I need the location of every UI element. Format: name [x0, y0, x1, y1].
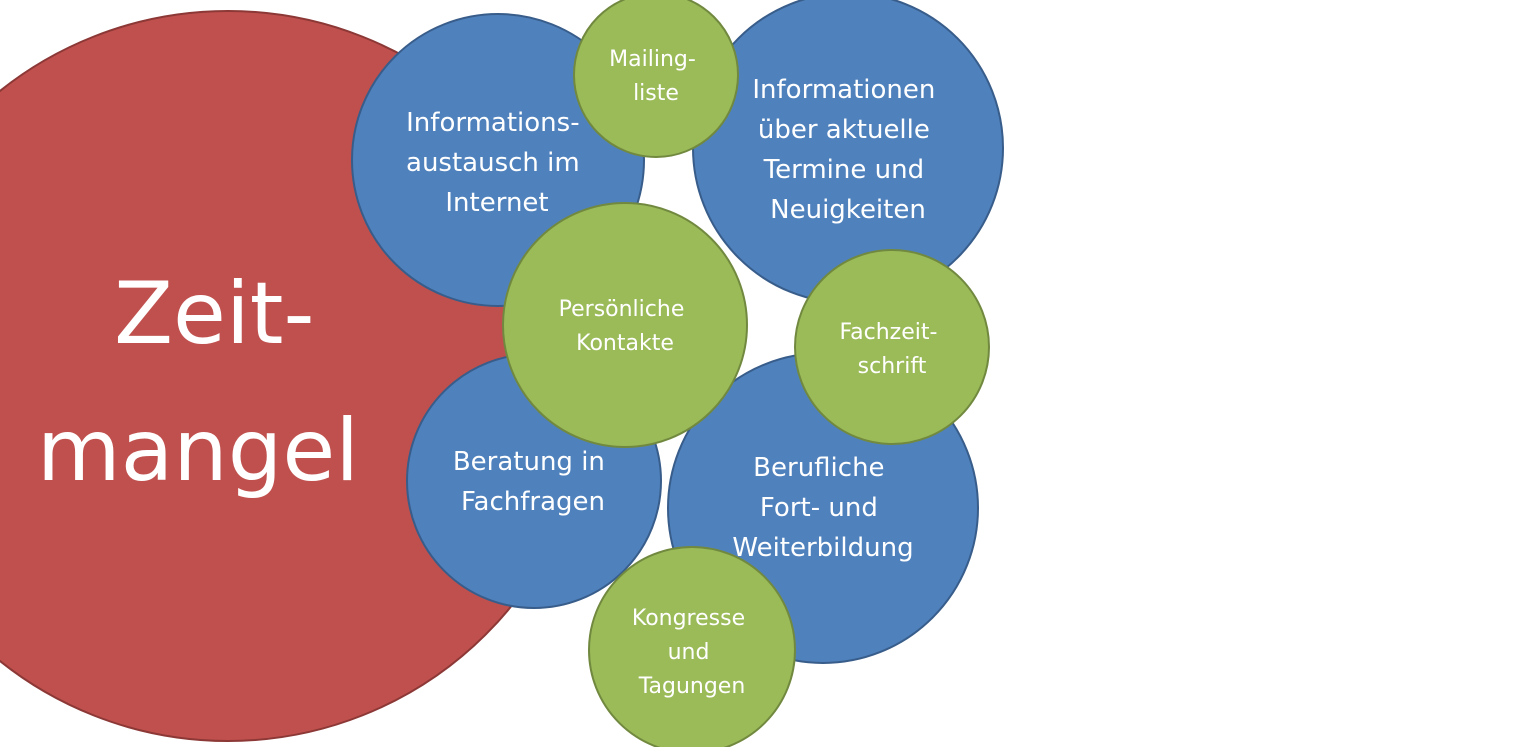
mailingliste-label: Mailing- liste — [609, 47, 703, 106]
informationsaustausch-line-1: Informations- — [406, 108, 579, 138]
informationen-termine-line-4: Neuigkeiten — [770, 195, 926, 225]
fachzeitschrift-line-1: Fachzeit- — [840, 320, 938, 345]
weiterbildung-line-2: Fort- und — [760, 493, 878, 523]
beratung-label: Beratung in Fachfragen — [453, 447, 613, 517]
bubble-fachzeitschrift-circle — [794, 249, 990, 445]
bubble-informationen-termine-circle — [692, 0, 1004, 304]
mailingliste-line-2: liste — [633, 81, 679, 106]
weiterbildung-line-1: Berufliche — [753, 453, 884, 483]
bubble-mailingliste-circle — [573, 0, 739, 158]
informationsaustausch-line-3: Internet — [445, 188, 548, 218]
bubble-kongresse — [588, 546, 796, 747]
kongresse-line-3: Tagungen — [638, 674, 746, 699]
informationen-termine-line-1: Informationen — [752, 75, 935, 105]
beratung-line-2: Fachfragen — [461, 487, 605, 517]
informationen-termine-line-2: über aktuelle — [758, 115, 930, 145]
zeitmangel-label: Zeit- mangel — [37, 264, 359, 501]
bubble-persoenliche-kontakte — [502, 202, 748, 448]
informationsaustausch-label: Informations- austausch im Internet — [406, 108, 588, 218]
informationsaustausch-line-2: austausch im — [406, 148, 580, 178]
bubble-informationen-termine — [692, 0, 1004, 304]
fachzeitschrift-label: Fachzeit- schrift — [840, 320, 945, 379]
mailingliste-line-1: Mailing- — [609, 47, 696, 72]
weiterbildung-line-3: Weiterbildung — [732, 533, 913, 563]
weiterbildung-label: Berufliche Fort- und Weiterbildung — [732, 453, 913, 563]
kongresse-line-1: Kongresse — [632, 606, 745, 631]
bubble-fachzeitschrift — [794, 249, 990, 445]
kongresse-label: Kongresse und Tagungen — [632, 606, 752, 699]
kongresse-line-2: und — [668, 640, 710, 665]
persoenliche-kontakte-line-1: Persönliche — [559, 297, 685, 322]
beratung-line-1: Beratung in — [453, 447, 605, 477]
bubble-mailingliste — [573, 0, 739, 158]
bubble-persoenliche-kontakte-circle — [502, 202, 748, 448]
informationen-termine-label: Informationen über aktuelle Termine und … — [752, 75, 943, 225]
fachzeitschrift-line-2: schrift — [858, 354, 927, 379]
zeitmangel-line-1: Zeit- — [114, 264, 314, 364]
informationen-termine-line-3: Termine und — [763, 155, 924, 185]
persoenliche-kontakte-line-2: Kontakte — [576, 331, 674, 356]
zeitmangel-line-2: mangel — [37, 401, 359, 501]
persoenliche-kontakte-label: Persönliche Kontakte — [559, 297, 692, 356]
bubble-kongresse-circle — [588, 546, 796, 747]
